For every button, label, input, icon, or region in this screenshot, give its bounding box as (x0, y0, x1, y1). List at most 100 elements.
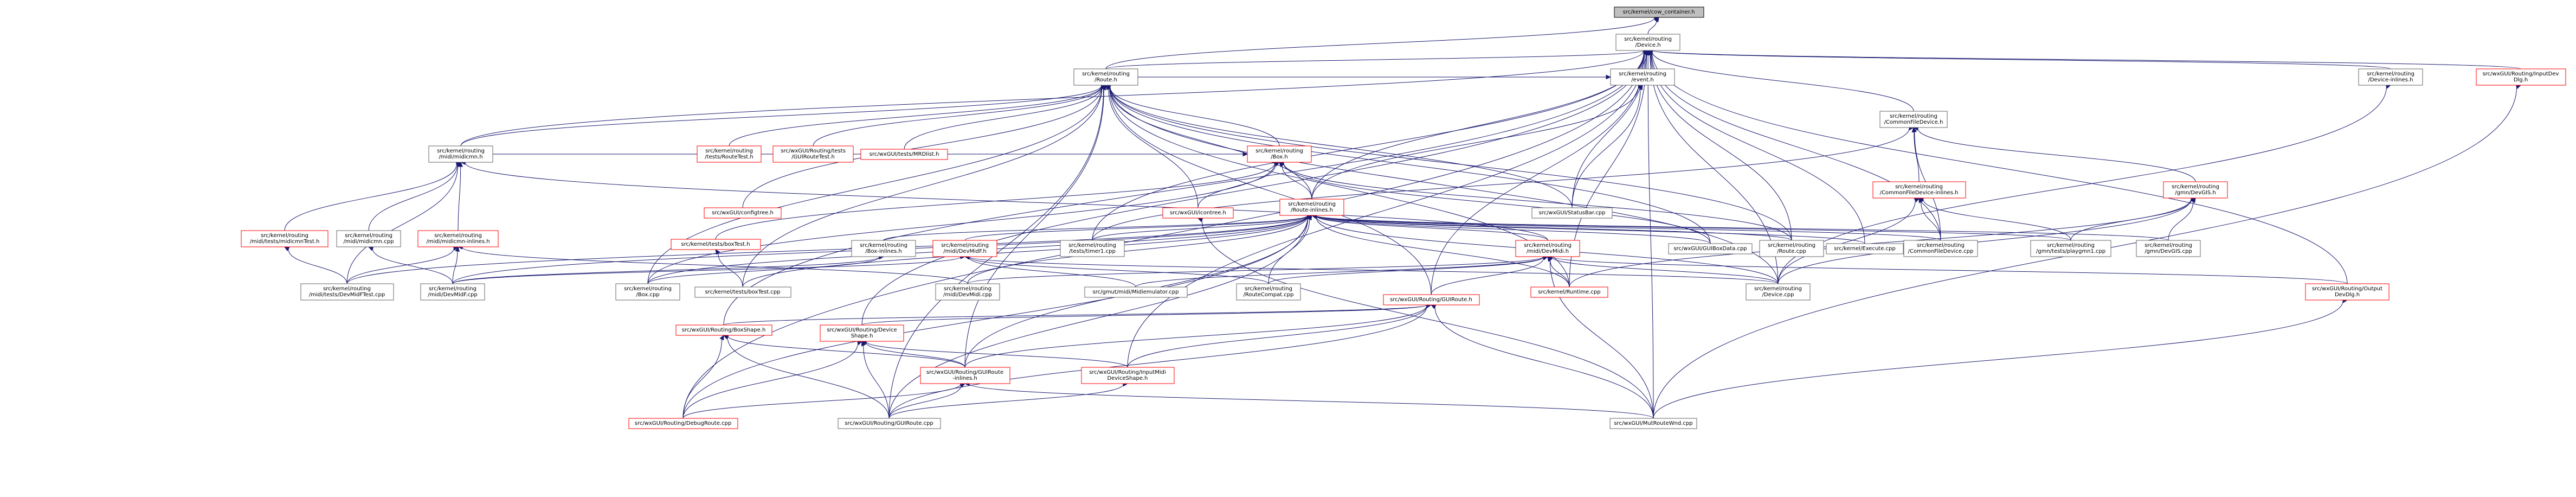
edge-line (1127, 305, 1427, 368)
graph-edge (682, 214, 1313, 419)
edge-line (863, 345, 890, 419)
graph-node-statusbar-cpp[interactable]: src/wxGUI/StatusBar.cpp (1531, 207, 1613, 219)
node-label: src/kernel/routing (1754, 286, 1802, 292)
edge-line (964, 215, 1308, 241)
graph-node-boxtest-h[interactable]: src/kernel/tests/boxTest.h (671, 239, 761, 250)
node-box (1073, 68, 1138, 86)
graph-edge (1647, 49, 1914, 112)
graph-node-runtime-cpp[interactable]: src/kernel/Runtime.cpp (1530, 286, 1608, 298)
graph-node-mididevmidf-h[interactable]: src/kernel/routing/midi/DevMidF.h (932, 240, 997, 257)
graph-node-gmndevgis-h[interactable]: src/kernel/routing/gmn/DevGIS.h (2163, 181, 2228, 199)
graph-node-cfd-cpp[interactable]: src/kernel/routing/CommonFileDevice.cpp (1903, 240, 1978, 257)
graph-node-routeinl-h[interactable]: src/kernel/routing/Route-inlines.h (1279, 199, 1344, 216)
graph-node-devinl-h[interactable]: src/kernel/routing/Device-inlines.h (2358, 68, 2423, 86)
graph-edge (1547, 256, 1654, 419)
graph-edge (1778, 197, 1920, 284)
node-label: /midi/midicmn-inlines.h (426, 239, 490, 245)
edge-line (888, 385, 962, 419)
node-box (1826, 243, 1904, 254)
graph-node-device-h[interactable]: src/kernel/routing/Device.h (1615, 34, 1680, 51)
graph-node-guirouteinl-h[interactable]: src/wxGUI/Routing/GUIRoute-inlines.h (920, 367, 1010, 384)
edge-line (1316, 215, 1548, 241)
graph-node-midicmninl-h[interactable]: src/kernel/routing/midi/midicmn-inlines.… (417, 230, 499, 247)
graph-edge (888, 303, 1432, 419)
graph-node-routetest-h[interactable]: src/kernel/routing/tests/RouteTest.h (697, 145, 762, 163)
node-label: src/kernel/Runtime.cpp (1538, 289, 1600, 295)
edge-line (1316, 215, 1941, 241)
graph-edge (813, 84, 1107, 146)
node-box (1279, 199, 1344, 216)
node-label: src/wxGUI/MutRouteWnd.cpp (1614, 420, 1692, 426)
graph-node-boxshape-h[interactable]: src/wxGUI/Routing/BoxShape.h (675, 324, 772, 336)
node-label: src/kernel/routing (1895, 184, 1943, 190)
graph-node-device-cpp[interactable]: src/kernel/routing/Device.cpp (1746, 283, 1811, 301)
graph-edge (1105, 84, 1711, 244)
graph-edge (1197, 162, 1280, 208)
graph-node-devshape-h[interactable]: src/wxGUI/Routing/DeviceShape.h (820, 324, 904, 342)
graph-node-box-h[interactable]: src/kernel/routing/Box.h (1247, 145, 1312, 163)
edge-line (729, 86, 1102, 146)
node-box (2358, 68, 2423, 86)
edge-arrowhead (1242, 151, 1248, 157)
graph-edge (284, 246, 347, 284)
graph-edge (1572, 84, 1643, 208)
edge-line (1549, 260, 1654, 419)
node-label: src/kernel/routing (941, 243, 989, 248)
node-box (935, 283, 1000, 301)
graph-node-devmidftest-cpp[interactable]: src/kernel/routing/midi/tests/DevMidFTes… (300, 283, 394, 301)
graph-node-boxtest-cpp[interactable]: src/kernel/tests/boxTest.cpp (694, 286, 791, 298)
graph-edge (1138, 74, 1612, 80)
node-label: src/kernel/routing (323, 286, 371, 292)
graph-node-mutroutewnd-cpp[interactable]: src/wxGUI/MutRouteWnd.cpp (1609, 418, 1697, 429)
node-label: /tests/RouteTest.h (705, 154, 753, 160)
edge-line (969, 383, 1654, 419)
node-label: src/wxGUI/Routing/BoxShape.h (682, 327, 766, 333)
graph-node-mrdlist-h[interactable]: src/wxGUI/tests/MRDlist.h (860, 149, 948, 160)
graph-node-midiemu-cpp[interactable]: src/gmut/midi/Midiemulator.cpp (1084, 286, 1188, 298)
graph-node-cfd-h[interactable]: src/kernel/routing/CommonFileDevice.h (1879, 111, 1948, 128)
graph-node-event-h[interactable]: src/kernel/routing/event.h (1610, 68, 1675, 86)
node-label: src/kernel/Execute.cpp (1834, 246, 1896, 252)
graph-node-debugroute-cpp[interactable]: src/wxGUI/Routing/DebugRoute.cpp (628, 418, 738, 429)
graph-node-cow: src/kernel/cow_container.h (1614, 7, 1704, 18)
graph-edge (1918, 197, 1941, 241)
edge-line (742, 86, 1102, 208)
graph-node-boxinl-h[interactable]: src/kernel/routing/Box-inlines.h (851, 240, 916, 257)
graph-node-cfdinl-h[interactable]: src/kernel/routing/CommonFileDevice-inli… (1872, 181, 1966, 199)
graph-node-mididevmidi-h[interactable]: src/kernel/routing/midi/DevMidi.h (1515, 240, 1580, 257)
graph-node-midicmn-h[interactable]: src/kernel/routing/midi/midicmn.h (428, 145, 493, 163)
graph-node-route-cpp[interactable]: src/kernel/routing/Route.cpp (1759, 240, 1824, 257)
node-box (1668, 243, 1753, 254)
graph-node-configtree-h[interactable]: src/wxGUI/configtree.h (704, 207, 782, 219)
graph-node-midicmntest-h[interactable]: src/kernel/routing/midi/tests/midicmnTes… (241, 230, 329, 247)
node-box (1610, 68, 1675, 86)
graph-node-playgmn1-cpp[interactable]: src/kernel/routing/gmn/tests/playgmn1.cp… (2030, 240, 2111, 257)
edge-line (1105, 50, 1644, 69)
graph-node-guiboxdata-cpp[interactable]: src/wxGUI/GUIBoxData.cpp (1668, 243, 1753, 254)
edge-arrowhead (1606, 74, 1612, 80)
edge-line (1316, 215, 1865, 244)
edge-line (1110, 86, 1280, 146)
edge-line (1651, 53, 1941, 241)
edge-arrowhead (1101, 84, 1106, 91)
graph-node-devmidf-cpp[interactable]: src/kernel/routing/midi/DevMidF.cpp (420, 283, 485, 301)
node-label: src/wxGUI/Routing/DebugRoute.cpp (635, 420, 731, 426)
graph-node-devgis-cpp[interactable]: src/kernel/routing/gmn/DevGIS.cpp (2136, 240, 2201, 257)
graph-node-devmidi-cpp[interactable]: src/kernel/routing/midi/DevMidi.cpp (935, 283, 1000, 301)
graph-node-route-h[interactable]: src/kernel/routing/Route.h (1073, 68, 1138, 86)
graph-node-guiroutetest-h[interactable]: src/wxGUI/Routing/tests/GUIRouteTest.h (772, 145, 854, 163)
graph-node-guiroute-cpp[interactable]: src/wxGUI/Routing/GUIRoute.cpp (838, 418, 941, 429)
graph-node-routecompat-cpp[interactable]: src/kernel/routing/RouteCompat.cpp (1236, 283, 1301, 301)
graph-node-icontree-h[interactable]: src/wxGUI/icontree.h (1162, 207, 1234, 219)
graph-node-midicmn-cpp[interactable]: src/kernel/routing/midi/midicmn.cpp (336, 230, 401, 247)
node-box (1060, 240, 1125, 257)
edge-line (1914, 131, 1920, 182)
graph-node-timer1-cpp[interactable]: src/kernel/routing/tests/timer1.cpp (1060, 240, 1125, 257)
graph-node-execute-cpp[interactable]: src/kernel/Execute.cpp (1826, 243, 1904, 254)
node-box (1872, 181, 1966, 199)
graph-node-guiroute-h[interactable]: src/wxGUI/Routing/GUIRoute.h (1383, 294, 1480, 305)
graph-node-box-cpp[interactable]: src/kernel/routing/Box.cpp (615, 283, 680, 301)
